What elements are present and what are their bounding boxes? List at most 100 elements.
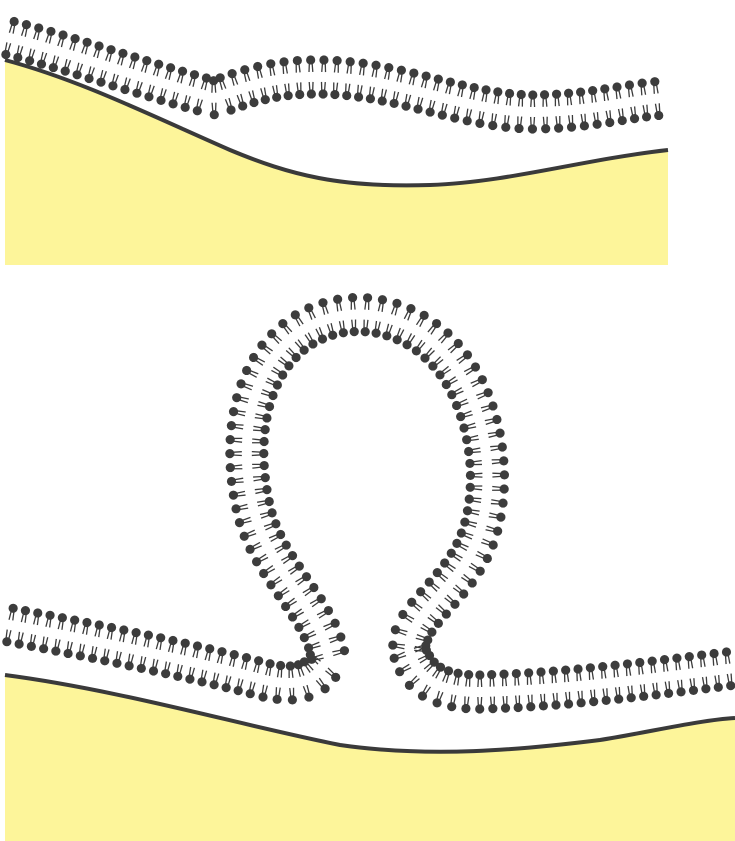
lipid-head bbox=[493, 87, 502, 96]
lipid-molecule-icon bbox=[304, 303, 315, 319]
lipid-head bbox=[288, 551, 297, 560]
lipid-head bbox=[418, 691, 427, 700]
lipid-head bbox=[228, 69, 237, 78]
lipid-molecule-icon bbox=[627, 686, 636, 703]
lipid-molecule-icon bbox=[217, 647, 226, 664]
lipid-molecule-icon bbox=[412, 340, 425, 355]
lipid-molecule-icon bbox=[577, 691, 586, 708]
lipid-molecule-icon bbox=[448, 339, 463, 353]
lipid-molecule-icon bbox=[257, 402, 274, 412]
lipid-head bbox=[528, 90, 537, 99]
lipid-head bbox=[505, 89, 514, 98]
lipid-molecule-icon bbox=[458, 80, 467, 97]
lipid-head bbox=[593, 120, 602, 129]
lipid-head bbox=[390, 654, 399, 663]
lipid-head bbox=[13, 53, 22, 62]
lipid-head bbox=[517, 90, 526, 99]
lipid-molecule-icon bbox=[618, 108, 627, 125]
lipid-molecule-icon bbox=[249, 353, 265, 365]
lipid-head bbox=[384, 63, 393, 72]
lipid-molecule-icon bbox=[303, 685, 313, 702]
lipid-molecule-icon bbox=[536, 667, 545, 684]
lipid-head bbox=[216, 73, 225, 82]
lipid-head bbox=[478, 375, 487, 384]
lipid-molecule-icon bbox=[421, 71, 430, 88]
lipid-head bbox=[130, 52, 139, 61]
lipid-molecule-icon bbox=[447, 388, 463, 400]
lipid-head bbox=[45, 611, 54, 620]
lipid-head bbox=[371, 61, 380, 70]
lipid-molecule-icon bbox=[271, 367, 287, 379]
lipid-molecule-icon bbox=[181, 639, 190, 656]
lipid-molecule-icon bbox=[120, 78, 130, 95]
lipid-molecule-icon bbox=[701, 677, 710, 694]
lipid-molecule-icon bbox=[438, 103, 447, 120]
lipid-molecule-icon bbox=[185, 667, 194, 684]
lipid-molecule-icon bbox=[307, 654, 324, 663]
lipid-head bbox=[320, 684, 329, 693]
lipid-head bbox=[259, 569, 268, 578]
lipid-head bbox=[265, 497, 274, 506]
lipid-head bbox=[51, 646, 60, 655]
lipid-head bbox=[227, 477, 236, 486]
lipid-molecule-icon bbox=[475, 111, 484, 128]
lipid-head bbox=[232, 393, 241, 402]
lipid-molecule-icon bbox=[567, 115, 576, 132]
lipid-molecule-icon bbox=[402, 333, 414, 349]
lipid-head bbox=[331, 673, 340, 682]
lipid-molecule-icon bbox=[108, 74, 118, 91]
lipid-molecule-icon bbox=[552, 90, 561, 107]
lipid-head bbox=[292, 353, 301, 362]
lipid-head bbox=[304, 692, 313, 701]
lipid-head bbox=[235, 518, 244, 527]
lipid-molecule-icon bbox=[466, 483, 483, 492]
lipid-molecule-icon bbox=[279, 57, 288, 74]
lipid-molecule-icon bbox=[34, 23, 44, 40]
lipid-molecule-icon bbox=[274, 587, 290, 600]
lipid-molecule-icon bbox=[58, 30, 68, 47]
lipid-molecule-icon bbox=[642, 105, 651, 122]
lipid-head bbox=[112, 659, 121, 668]
lipid-head bbox=[528, 124, 537, 133]
lipid-molecule-icon bbox=[409, 68, 418, 85]
lipid-head bbox=[226, 435, 235, 444]
lipid-molecule-icon bbox=[25, 49, 35, 66]
lipid-head bbox=[333, 295, 342, 304]
lipid-head bbox=[514, 124, 523, 133]
lipid-molecule-icon bbox=[9, 604, 18, 621]
lipid-molecule-icon bbox=[481, 85, 490, 102]
lipid-molecule-icon bbox=[635, 658, 644, 675]
lipid-head bbox=[573, 664, 582, 673]
lipid-molecule-icon bbox=[252, 449, 269, 458]
lipid-head bbox=[234, 686, 243, 695]
lipid-head bbox=[552, 90, 561, 99]
lipid-head bbox=[253, 62, 262, 71]
lipid-molecule-icon bbox=[255, 485, 272, 494]
lipid-head bbox=[142, 56, 151, 65]
lipid-head bbox=[623, 659, 632, 668]
lipid-head bbox=[245, 545, 254, 554]
lipid-head bbox=[249, 98, 258, 107]
lipid-head bbox=[407, 598, 416, 607]
lipid-molecule-icon bbox=[517, 90, 526, 107]
lipid-head bbox=[468, 578, 477, 587]
lipid-head bbox=[205, 644, 214, 653]
lipid-molecule-icon bbox=[492, 470, 509, 479]
lipid-head bbox=[493, 527, 502, 536]
lipid-head bbox=[433, 568, 442, 577]
lipid-head bbox=[588, 86, 597, 95]
lipid-head bbox=[372, 329, 381, 338]
lipid-head bbox=[288, 612, 297, 621]
lipid-head bbox=[168, 636, 177, 645]
lipid-head bbox=[454, 339, 463, 348]
lipid-molecule-icon bbox=[106, 45, 116, 62]
lipid-molecule-icon bbox=[505, 89, 514, 106]
lipid-molecule-icon bbox=[528, 117, 537, 134]
lipid-head bbox=[95, 620, 104, 629]
lipid-head bbox=[284, 361, 293, 370]
lipid-molecule-icon bbox=[330, 82, 339, 99]
lipid-molecule-icon bbox=[487, 670, 496, 687]
lipid-molecule-icon bbox=[490, 442, 507, 451]
lipid-head bbox=[627, 693, 636, 702]
lipid-head bbox=[49, 63, 58, 72]
